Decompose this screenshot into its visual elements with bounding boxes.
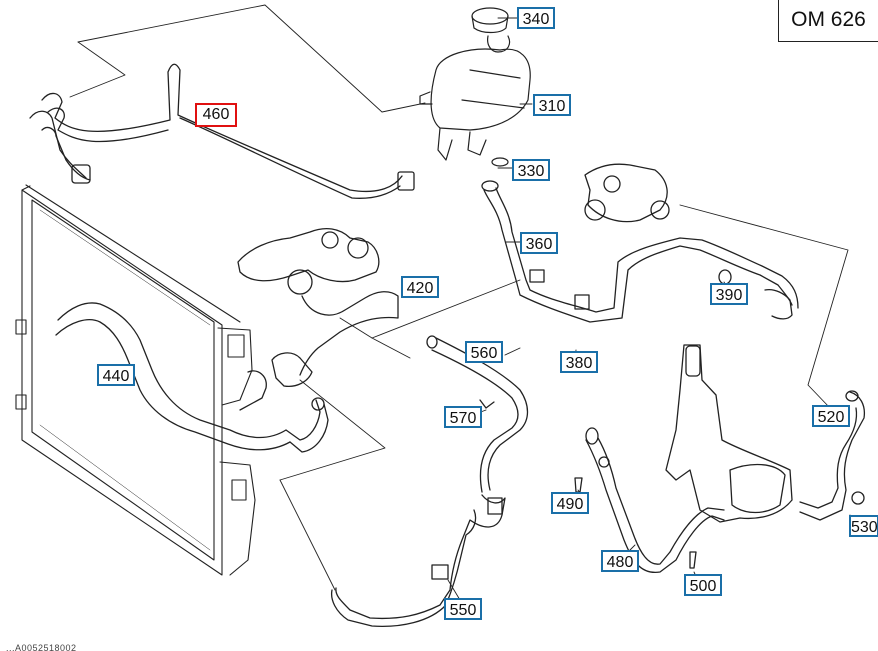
hose-520	[799, 390, 866, 521]
expansion-tank	[419, 7, 531, 167]
callout-360[interactable]: 360	[520, 232, 558, 254]
engine-code-box: OM 626	[778, 0, 878, 42]
callout-310[interactable]: 310	[533, 94, 571, 116]
callout-570[interactable]: 570	[444, 406, 482, 428]
callout-390[interactable]: 390	[710, 283, 748, 305]
radiator	[15, 184, 256, 576]
callout-490[interactable]: 490	[551, 492, 589, 514]
hose-460	[29, 63, 415, 199]
callout-380[interactable]: 380	[560, 351, 598, 373]
callout-550[interactable]: 550	[444, 598, 482, 620]
hose-440	[55, 227, 399, 453]
hose-360	[481, 163, 799, 323]
callout-340[interactable]: 340	[517, 7, 555, 29]
footer-reference-text: ...A0052518002	[6, 643, 77, 651]
callout-330[interactable]: 330	[512, 159, 550, 181]
callout-420[interactable]: 420	[401, 276, 439, 298]
callout-560[interactable]: 560	[465, 341, 503, 363]
leader-lines	[69, 4, 859, 601]
callout-440[interactable]: 440	[97, 364, 135, 386]
callout-500[interactable]: 500	[684, 574, 722, 596]
callout-480[interactable]: 480	[601, 550, 639, 572]
callout-520[interactable]: 520	[812, 405, 850, 427]
hose-480	[574, 344, 793, 573]
callout-530[interactable]: 530	[849, 515, 878, 537]
callout-460-selected[interactable]: 460	[195, 103, 237, 127]
hose-550-560	[330, 335, 529, 628]
